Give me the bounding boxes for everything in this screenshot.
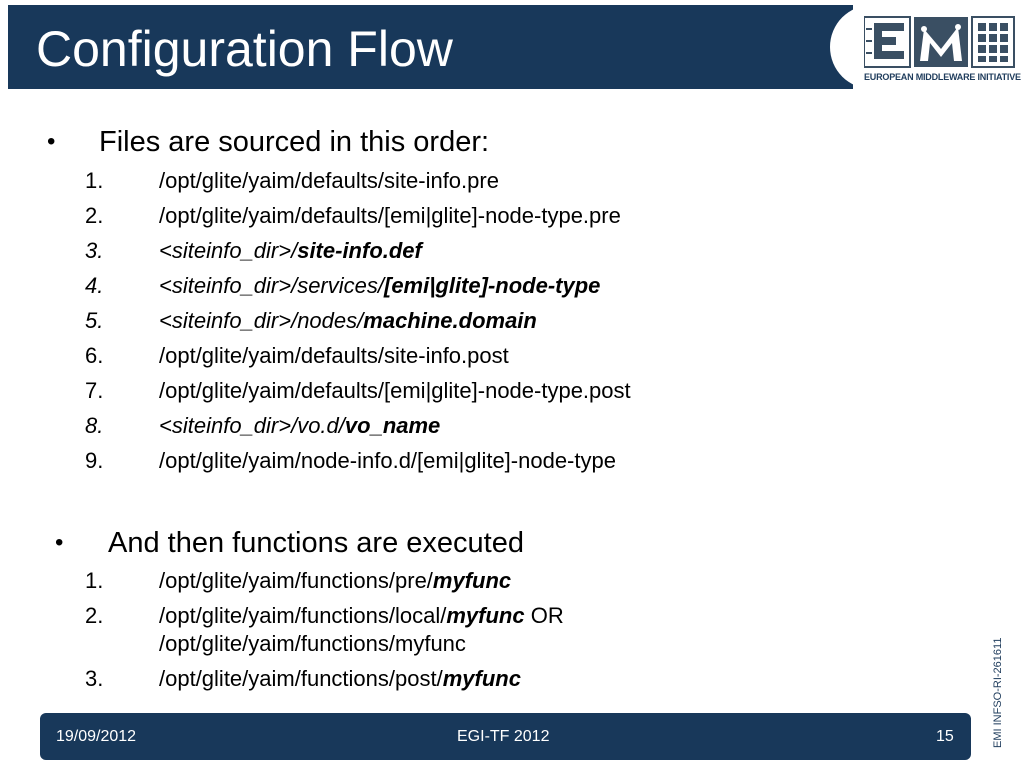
item-number: 9. (85, 448, 104, 473)
slide-title: Configuration Flow (36, 21, 453, 77)
section-heading-sourcing: Files are sourced in this order: (99, 126, 490, 158)
item-path: /opt/glite/yaim/defaults/[emi|glite]-nod… (159, 203, 621, 228)
bullet-marker: • (47, 128, 56, 155)
item-path: <siteinfo_dir>/vo.d/vo_name (159, 413, 441, 438)
item-path: /opt/glite/yaim/functions/local/myfunc O… (159, 603, 564, 628)
emi-logo: EUROPEAN MIDDLEWARE INITIATIVE (830, 5, 1023, 89)
item-number: 1. (85, 168, 104, 193)
bullet-marker: • (55, 529, 64, 556)
item-path: <siteinfo_dir>/services/[emi|glite]-node… (159, 273, 601, 298)
side-label: EMI INFSO-RI-261611 (992, 637, 1004, 748)
logo-caption: EUROPEAN MIDDLEWARE INITIATIVE (864, 72, 1021, 82)
item-number: 2. (85, 203, 104, 228)
footer-event: EGI-TF 2012 (457, 728, 550, 745)
title-bar: Configuration Flow (8, 5, 853, 89)
item-number: 5. (85, 308, 104, 333)
item-path: <siteinfo_dir>/nodes/machine.domain (159, 308, 537, 333)
item-path: /opt/glite/yaim/defaults/site-info.post (159, 343, 509, 368)
page-number: 15 (936, 728, 954, 745)
item-path: /opt/glite/yaim/functions/pre/myfunc (159, 568, 512, 593)
footer-bar: 19/09/2012 EGI-TF 2012 15 (40, 713, 971, 760)
item-number: 1. (85, 568, 104, 593)
footer-date: 19/09/2012 (56, 728, 137, 745)
item-path: /opt/glite/yaim/functions/post/myfunc (159, 666, 521, 691)
emi-logo-icon (864, 16, 1015, 68)
item-number: 2. (85, 603, 104, 628)
item-path: <siteinfo_dir>/site-info.def (159, 238, 422, 263)
item-number: 8. (85, 413, 104, 438)
item-number: 4. (85, 273, 104, 298)
section-heading-functions: And then functions are executed (108, 527, 524, 559)
item-number: 6. (85, 343, 104, 368)
item-path: /opt/glite/yaim/functions/myfunc (159, 631, 466, 656)
item-number: 3. (85, 666, 104, 691)
item-number: 3. (85, 238, 104, 263)
item-path: /opt/glite/yaim/defaults/site-info.pre (159, 168, 499, 193)
item-number: 7. (85, 378, 104, 403)
item-path: /opt/glite/yaim/node-info.d/[emi|glite]-… (159, 448, 616, 473)
item-path: /opt/glite/yaim/defaults/[emi|glite]-nod… (159, 378, 631, 403)
